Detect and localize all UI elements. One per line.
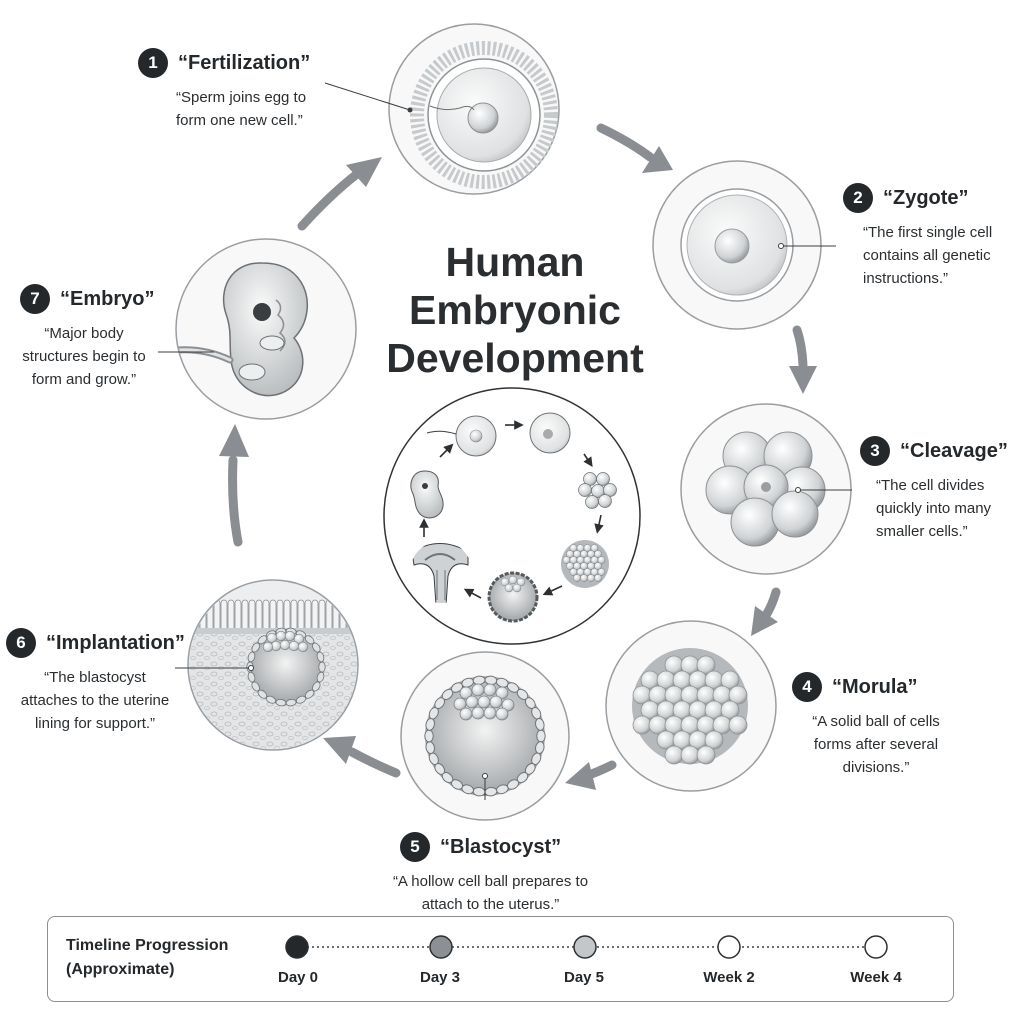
step-title: “Implantation” (46, 631, 185, 654)
step-description: “A solid ball of cells forms after sever… (812, 713, 940, 776)
step-morula: 4 “Morula” “A solid ball of cells forms … (792, 672, 956, 779)
timeline-track (285, 935, 888, 959)
step-title: “Embryo” (60, 287, 155, 310)
step-number-badge: 4 (792, 672, 822, 702)
mini-cleavage (578, 472, 617, 509)
arrow-3-to-4-head (751, 606, 778, 636)
timeline-label-day-0: Day 0 (277, 969, 319, 986)
mini-uterus (411, 543, 469, 603)
step-implantation: 6 “Implantation” “The blastocyst attache… (6, 628, 185, 735)
step-title: “Blastocyst” (440, 835, 562, 858)
mini-embryo (410, 470, 444, 519)
step-description: “A hollow cell ball prepares to attach t… (392, 873, 589, 913)
leader-dot-cleavage (795, 487, 801, 493)
leader-dot-implantation (248, 665, 254, 671)
step-description: “The blastocyst attaches to the uterine … (20, 669, 170, 732)
leader-fertilization (324, 82, 411, 111)
stage-fertilization-illustration (388, 23, 560, 195)
stage-embryo-illustration (175, 238, 357, 420)
step-description: “The first single cell contains all gene… (863, 224, 993, 287)
timeline-label-day-5: Day 5 (563, 969, 605, 986)
implanted-inner-cell-mass (262, 630, 309, 653)
step-embryo: 7 “Embryo” “Major body structures begin … (20, 284, 154, 391)
mini-cycle-arrows (419, 420, 604, 599)
timeline-dot-day-0 (285, 935, 309, 959)
step-title: “Cleavage” (900, 439, 1008, 462)
step-number-badge: 1 (138, 48, 168, 78)
page-title: Human Embryonic Development (386, 239, 644, 381)
arrow-1-to-2-head (642, 146, 673, 173)
blastocyst-inner-cell-mass (453, 683, 515, 721)
arrow-3-to-4 (760, 587, 781, 622)
step-number-badge: 6 (6, 628, 36, 658)
stage-morula-illustration (605, 620, 777, 792)
arrow-5-to-6-head (323, 736, 356, 764)
mini-blastocyst (487, 571, 539, 623)
step-zygote: 2 “Zygote” “The first single cell contai… (843, 183, 1013, 290)
timeline-dot-day-3 (429, 935, 453, 959)
mini-morula (561, 540, 609, 588)
step-cleavage: 3 “Cleavage” “The cell divides quickly i… (860, 436, 1011, 543)
step-number-badge: 7 (20, 284, 50, 314)
step-title: “Zygote” (883, 186, 969, 209)
arrow-4-to-5-head (565, 762, 596, 790)
timeline-title: Timeline Progression (Approximate) (66, 937, 229, 978)
step-number-badge: 3 (860, 436, 890, 466)
arrow-7-to-1 (297, 169, 362, 231)
central-mini-cycle (383, 387, 641, 645)
timeline-panel: Timeline Progression (Approximate) Day 0… (47, 916, 954, 1002)
timeline-dot-day-5 (573, 935, 597, 959)
step-title: “Morula” (832, 675, 918, 698)
step-blastocyst: 5 “Blastocyst” “A hollow cell ball prepa… (393, 832, 593, 916)
timeline-dot-week-2 (717, 935, 741, 959)
leader-dot-fertilization (407, 107, 413, 113)
step-description: “The cell divides quickly into many smal… (876, 477, 992, 540)
arrow-2-to-3 (792, 325, 808, 370)
arrow-5-to-6 (347, 747, 401, 778)
timeline-dots (285, 935, 888, 959)
step-number-badge: 5 (400, 832, 430, 862)
cycle-arrows (219, 123, 817, 790)
step-description: “Sperm joins egg to form one new cell.” (176, 89, 307, 129)
leader-dot-zygote (778, 243, 784, 249)
arrow-7-to-1-head (346, 157, 382, 187)
timeline-label-week-2: Week 2 (703, 969, 755, 986)
arrow-6-to-7-head (219, 424, 249, 457)
arrow-1-to-2 (596, 123, 655, 162)
arrow-6-to-7 (228, 455, 243, 547)
stage-cleavage-illustration (680, 403, 852, 575)
mini-fertilization (426, 415, 497, 457)
timeline-label-day-3: Day 3 (419, 969, 461, 986)
stage-implantation-illustration (187, 579, 359, 751)
step-title: “Fertilization” (178, 51, 311, 74)
step-number-badge: 2 (843, 183, 873, 213)
mini-zygote (529, 412, 571, 454)
step-description: “Major body structures begin to form and… (22, 325, 146, 388)
timeline-label-week-4: Week 4 (850, 969, 902, 986)
stage-zygote-illustration (652, 160, 822, 330)
step-fertilization: 1 “Fertilization” “Sperm joins egg to fo… (138, 48, 336, 132)
timeline-dot-week-4 (864, 935, 888, 959)
arrow-2-to-3-head (789, 366, 817, 394)
stage-blastocyst-illustration (400, 651, 570, 821)
leader-dot-blastocyst (482, 773, 488, 779)
morula-cells (632, 655, 748, 765)
